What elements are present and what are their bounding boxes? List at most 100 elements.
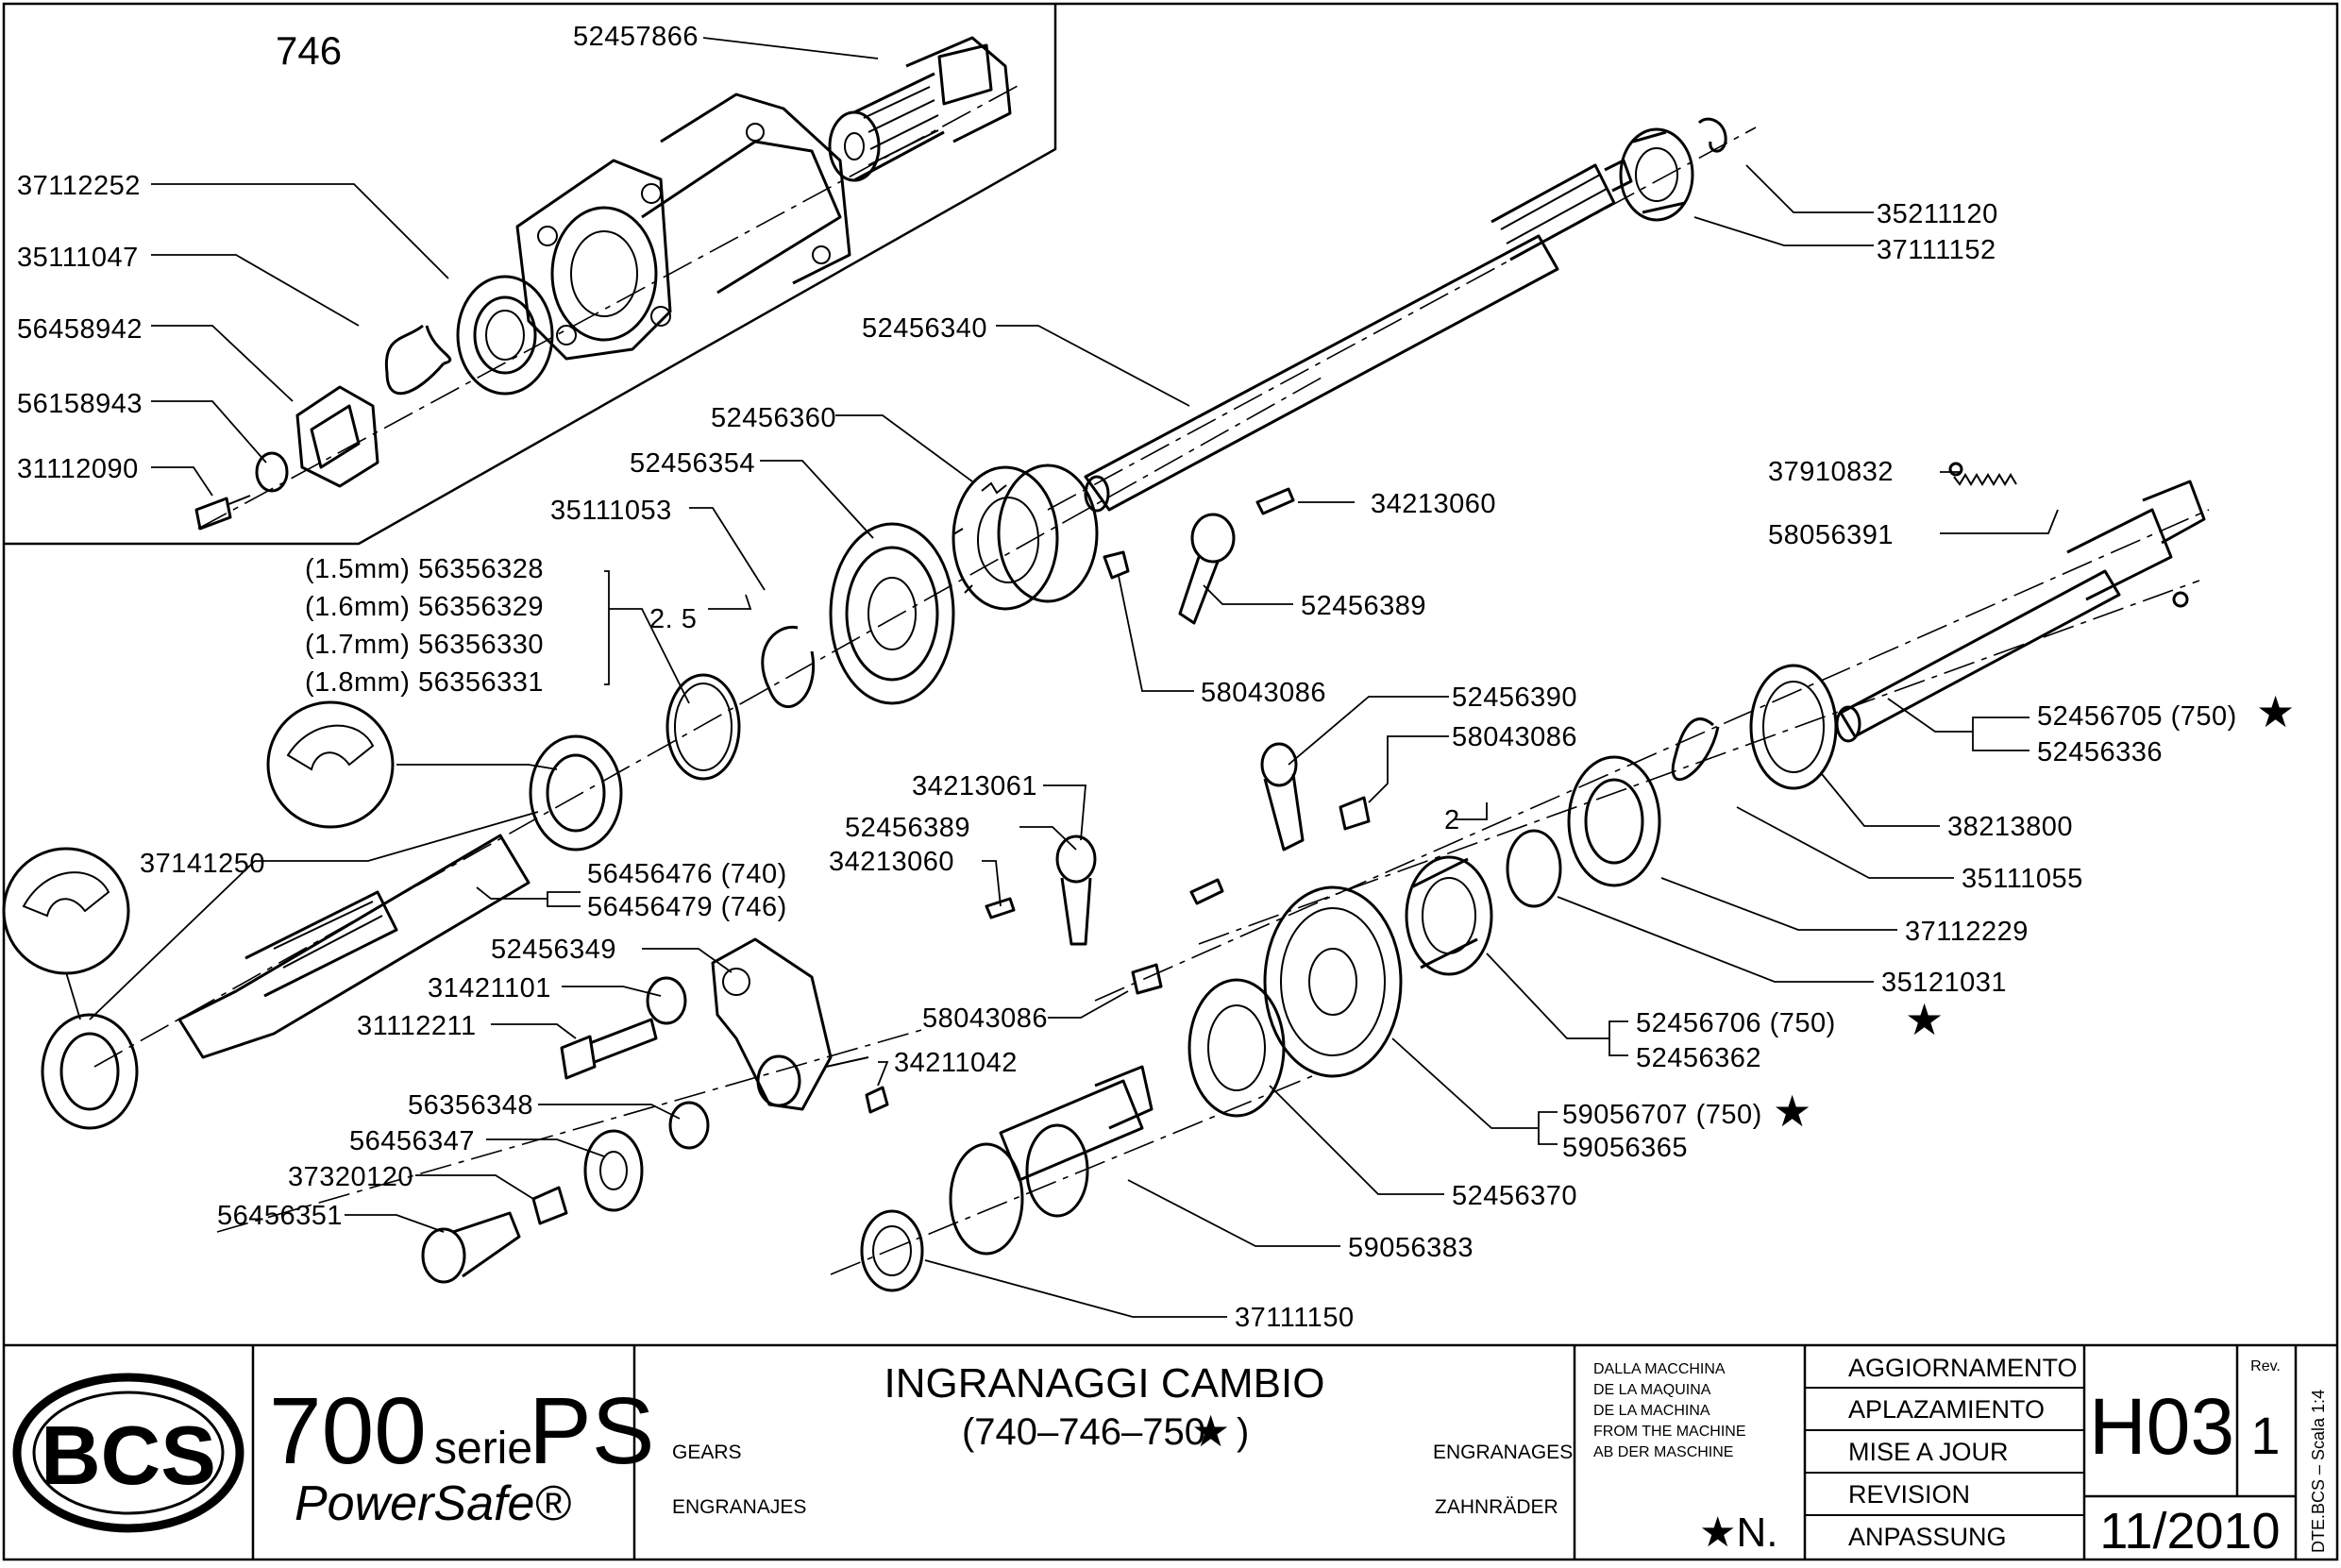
- detail-circle-upper: [266, 700, 395, 829]
- update-label: ANPASSUNG: [1848, 1523, 2007, 1551]
- needle-bearing-part: [531, 1186, 568, 1225]
- part-label: 37112229: [1905, 917, 2029, 947]
- shaft-end-circlip-part: [1697, 117, 1727, 153]
- housing-part: [515, 93, 851, 361]
- inset-bearing-part: [456, 275, 554, 396]
- part-label: (1.6mm) 56356329: [305, 592, 544, 622]
- sheet-code: H03: [2089, 1382, 2234, 1471]
- from-machine-line: DALLA MACCHINA: [1593, 1361, 1726, 1377]
- part-label: 52456362: [1636, 1043, 1761, 1073]
- update-labels: AGGIORNAMENTO APLAZAMIENTO MISE A JOUR R…: [1848, 1354, 2078, 1551]
- model-ps: PS: [529, 1378, 654, 1484]
- part-label: 35121031: [1881, 968, 2007, 998]
- washer-56356348-part: [668, 1101, 710, 1150]
- scale-note: DTE.BCS – Scala 1:4: [2309, 1390, 2328, 1553]
- leader-lines: [65, 37, 2059, 1318]
- part-label: 52456389: [1301, 591, 1426, 621]
- update-label: AGGIORNAMENTO: [1848, 1354, 2078, 1382]
- part-label: 37320120: [288, 1162, 413, 1192]
- part-label: 37111152: [1877, 235, 1996, 265]
- shift-lever-part: [1103, 513, 1236, 625]
- part-label: 34213060: [829, 847, 954, 877]
- left-bearing-lower: [41, 1013, 139, 1130]
- upper-middle-lever-part: [1260, 742, 1371, 851]
- model-serie: serie: [434, 1424, 532, 1474]
- from-machine-line: DE LA MAQUINA: [1593, 1382, 1711, 1398]
- double-gear-part: [952, 464, 1099, 611]
- from-machine-line: DE LA MACHINA: [1593, 1403, 1710, 1419]
- main-shaft-part: [1084, 159, 1633, 513]
- bcs-logo-text: BCS: [41, 1408, 216, 1502]
- bcs-logo: BCS: [12, 1373, 244, 1533]
- part-label: 37112252: [17, 171, 141, 201]
- screw-part: [194, 495, 251, 531]
- part-label: 56456476 (740): [587, 859, 787, 889]
- part-label: 58056391: [1768, 520, 1894, 550]
- pin-34213060-lower: [985, 897, 1016, 919]
- part-labels: 52457866 37112252 35111047 56458942 5615…: [17, 22, 2295, 1333]
- left-bearing-upper: [529, 734, 623, 851]
- gear-part: [829, 522, 955, 705]
- washer-part: [255, 451, 289, 493]
- part-label: 56458942: [17, 314, 143, 345]
- update-label: APLAZAMIENTO: [1848, 1395, 2045, 1424]
- variant-star: ★: [1905, 995, 1944, 1044]
- gear-52456370-part: [1187, 978, 1286, 1118]
- part-label: 56456347: [349, 1126, 475, 1156]
- variant-star: ★: [1773, 1087, 1811, 1136]
- part-label: 56356348: [408, 1090, 533, 1121]
- lang-zahnraeder: ZAHNRÄDER: [1435, 1496, 1558, 1518]
- variant-star: ★: [2256, 687, 2295, 736]
- part-label: 59056365: [1562, 1133, 1688, 1163]
- part-label: 34213060: [1371, 489, 1496, 519]
- part-label: 35211120: [1877, 199, 1998, 229]
- from-machine-block: DALLA MACCHINA DE LA MAQUINA DE LA MACHI…: [1593, 1361, 1777, 1556]
- part-label: 35111053: [550, 496, 672, 526]
- part-label: 31112090: [17, 454, 139, 484]
- coupling-part: [295, 385, 379, 488]
- shaft-end-bearing-part: [1619, 127, 1694, 222]
- second-shaft-part: [1835, 480, 2206, 743]
- part-label: 37910832: [1768, 457, 1894, 487]
- dimension-label: 2: [1444, 805, 1460, 835]
- bearing-37111150-part: [860, 1209, 924, 1292]
- washer-31421101-part: [646, 976, 687, 1025]
- part-label: 52456370: [1452, 1181, 1577, 1211]
- small-gear-part: [583, 1129, 644, 1212]
- part-label: 58043086: [1452, 722, 1577, 752]
- part-label: 52456349: [491, 935, 616, 965]
- gear-cluster-part: [949, 1065, 1154, 1256]
- lang-engranajes: ENGRANAJES: [672, 1496, 806, 1518]
- part-label: 34213061: [912, 771, 1037, 801]
- part-label: 31421101: [428, 973, 551, 1003]
- bracket-part: [711, 937, 889, 1114]
- part-label: 52456336: [2037, 737, 2163, 767]
- part-label: 52456389: [845, 813, 970, 843]
- part-label: 35111055: [1962, 864, 2083, 894]
- sheet-date: 11/2010: [2099, 1503, 2280, 1560]
- inset-circlip-part: [384, 324, 452, 396]
- part-label: 52456705 (750): [2037, 701, 2237, 732]
- from-machine-line: AB DER MASCHINE: [1593, 1444, 1733, 1460]
- model-name: PowerSafe®: [295, 1476, 571, 1531]
- sheet-title: INGRANAGGI CAMBIO: [884, 1360, 1325, 1407]
- detail-circle-lower: [2, 847, 130, 975]
- part-label: 34211042: [894, 1048, 1018, 1078]
- circlip-35111055-part: [1671, 717, 1720, 782]
- rev-number: 1: [2250, 1406, 2280, 1465]
- seal-part: [1749, 664, 1838, 790]
- spring-part: [1953, 473, 2017, 486]
- part-label: 58043086: [1201, 678, 1326, 708]
- gear-circlip-part: [761, 625, 816, 709]
- update-label: MISE A JOUR: [1848, 1438, 2009, 1466]
- pin-part: [1255, 487, 1295, 515]
- lang-gears: GEARS: [672, 1442, 742, 1463]
- part-label: 58043086: [922, 1003, 1048, 1034]
- output-flange-part: [828, 36, 1012, 182]
- part-label: (1.8mm) 56356331: [305, 667, 544, 698]
- shim-ring-inner: [674, 683, 733, 771]
- circlip-35121031-part: [1506, 829, 1562, 908]
- part-label: 52456360: [711, 403, 836, 433]
- part-label: 59056383: [1348, 1233, 1474, 1263]
